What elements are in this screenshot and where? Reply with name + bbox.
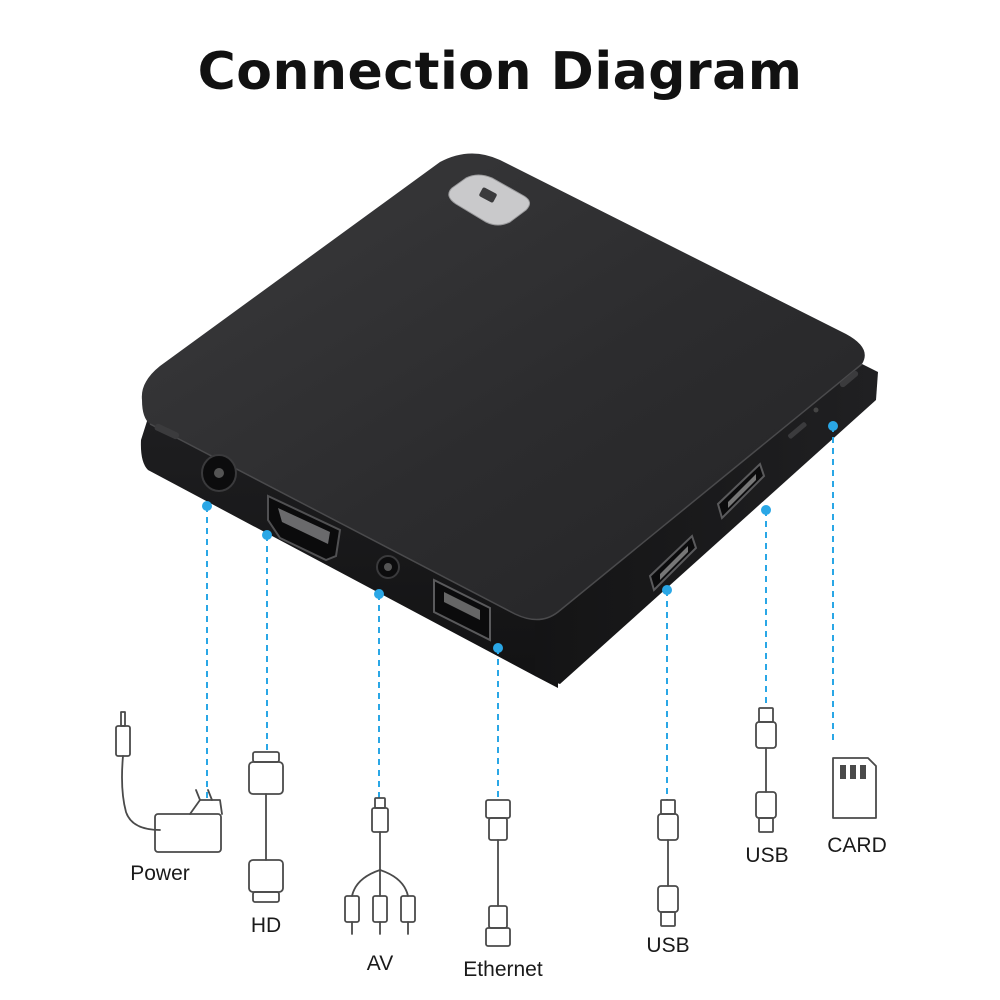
usb-port-2	[716, 462, 766, 520]
usb-cable-icon	[755, 707, 777, 833]
label-usb-1: USB	[646, 934, 689, 957]
label-ethernet: Ethernet	[463, 958, 543, 981]
card-guide-dot	[828, 421, 838, 431]
usb-port-1	[648, 534, 698, 592]
connector-guides	[202, 421, 838, 800]
tv-box-device	[140, 153, 878, 688]
ethernet-port	[433, 578, 491, 642]
sd-card-icon	[832, 757, 877, 819]
side-vent	[154, 423, 180, 440]
power-guide-dot	[202, 501, 212, 511]
label-card: CARD	[827, 834, 887, 857]
av-rca-cable-icon	[344, 797, 416, 935]
brand-logo-badge	[448, 174, 530, 226]
page-title: Connection Diagram	[197, 42, 803, 102]
hd-guide-dot	[262, 530, 272, 540]
av-guide-dot	[374, 589, 384, 599]
label-usb-2: USB	[745, 844, 788, 867]
hd-port	[267, 494, 342, 562]
usb2-guide-dot	[761, 505, 771, 515]
usb1-guide-dot	[662, 585, 672, 595]
power-port	[201, 454, 237, 492]
device-top-face	[141, 153, 865, 620]
av-port	[376, 555, 400, 579]
label-av: AV	[367, 952, 393, 975]
label-power: Power	[130, 862, 190, 885]
power-adapter-icon	[115, 711, 223, 853]
device-right-face	[535, 364, 878, 684]
label-hd: HD	[251, 914, 281, 937]
usb-cable-icon	[657, 799, 679, 927]
hd-cable-icon	[248, 751, 284, 903]
ethernet-cable-icon	[485, 799, 511, 947]
card-slot	[788, 422, 807, 439]
ethernet-guide-dot	[493, 643, 503, 653]
